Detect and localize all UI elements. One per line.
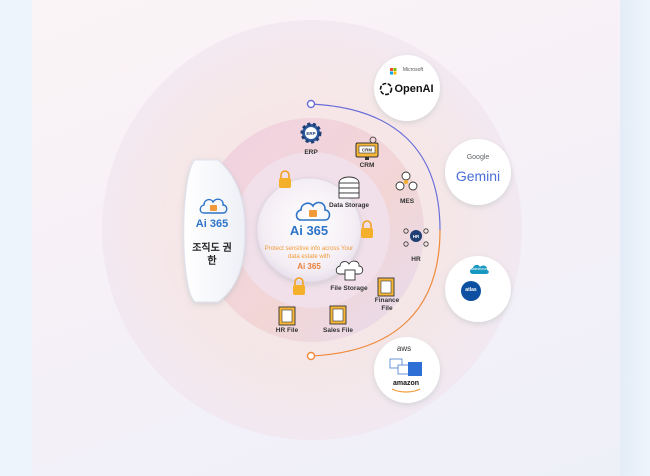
microsoft-label: Microsoft	[402, 67, 424, 73]
salesforce-label: salesforce	[471, 267, 487, 271]
node-data-storage-label: Data Storage	[328, 202, 370, 209]
gemini-bubble	[445, 139, 511, 205]
microsoft-logo-icon	[390, 68, 397, 75]
side-tab-permission[interactable]: 조직도 권한	[192, 243, 232, 267]
lock-icon	[279, 170, 291, 188]
amazon-label[interactable]: amazon	[392, 380, 420, 387]
node-hr-label: HR	[411, 256, 421, 263]
svg-text:ERP: ERP	[306, 131, 315, 136]
crm-monitor-icon: CRM	[355, 136, 379, 160]
node-mes-label: MES	[399, 198, 415, 205]
data-storage-icon	[338, 176, 360, 199]
sales-file-icon	[329, 305, 347, 325]
node-finance-file-label: Finance File	[374, 297, 400, 312]
mes-network-icon	[395, 171, 418, 191]
center-message: Protect sensitive info across Your data …	[264, 246, 354, 260]
hr-people-icon: HR	[403, 228, 429, 247]
arc-end-dot	[306, 351, 316, 361]
center-message-brand: Ai 365	[297, 262, 321, 271]
erp-gear-icon: ERP	[300, 122, 322, 144]
svg-text:CRM: CRM	[362, 148, 372, 153]
panel-edge	[620, 0, 650, 476]
node-erp-label: ERP	[304, 149, 318, 156]
arc-purple	[310, 103, 441, 231]
node-hr-file-label: HR File	[275, 327, 299, 334]
svg-text:HR: HR	[413, 234, 420, 239]
arc-start-dot	[306, 99, 316, 109]
side-tab-brand: Ai 365	[195, 218, 229, 230]
aws-label: aws	[396, 344, 412, 353]
amazon-smile-icon	[391, 388, 421, 393]
side-cloud-icon	[199, 198, 228, 214]
google-label: Google	[466, 154, 490, 161]
node-file-storage-label: File Storage	[330, 285, 368, 292]
lock-icon	[293, 277, 305, 295]
aws-services-icon	[389, 358, 422, 376]
gemini-label[interactable]: Gemini	[455, 168, 501, 184]
node-sales-file-label: Sales File	[323, 327, 353, 334]
lock-icon	[361, 220, 373, 238]
node-crm-label: CRM	[359, 162, 375, 169]
arc-orange	[310, 229, 441, 357]
side-tab	[183, 159, 246, 303]
atlas-label[interactable]: atlas	[465, 287, 477, 293]
openai-logo-icon	[379, 82, 393, 96]
finance-file-icon	[377, 277, 395, 297]
center-brand: Ai 365	[289, 223, 329, 238]
file-storage-icon	[335, 260, 364, 281]
salesforce-cloud-icon	[470, 264, 489, 274]
atlas-logo-icon	[461, 281, 481, 301]
openai-label[interactable]: OpenAI	[394, 83, 434, 95]
center-cloud-icon	[295, 201, 331, 221]
hr-file-icon	[278, 306, 296, 326]
